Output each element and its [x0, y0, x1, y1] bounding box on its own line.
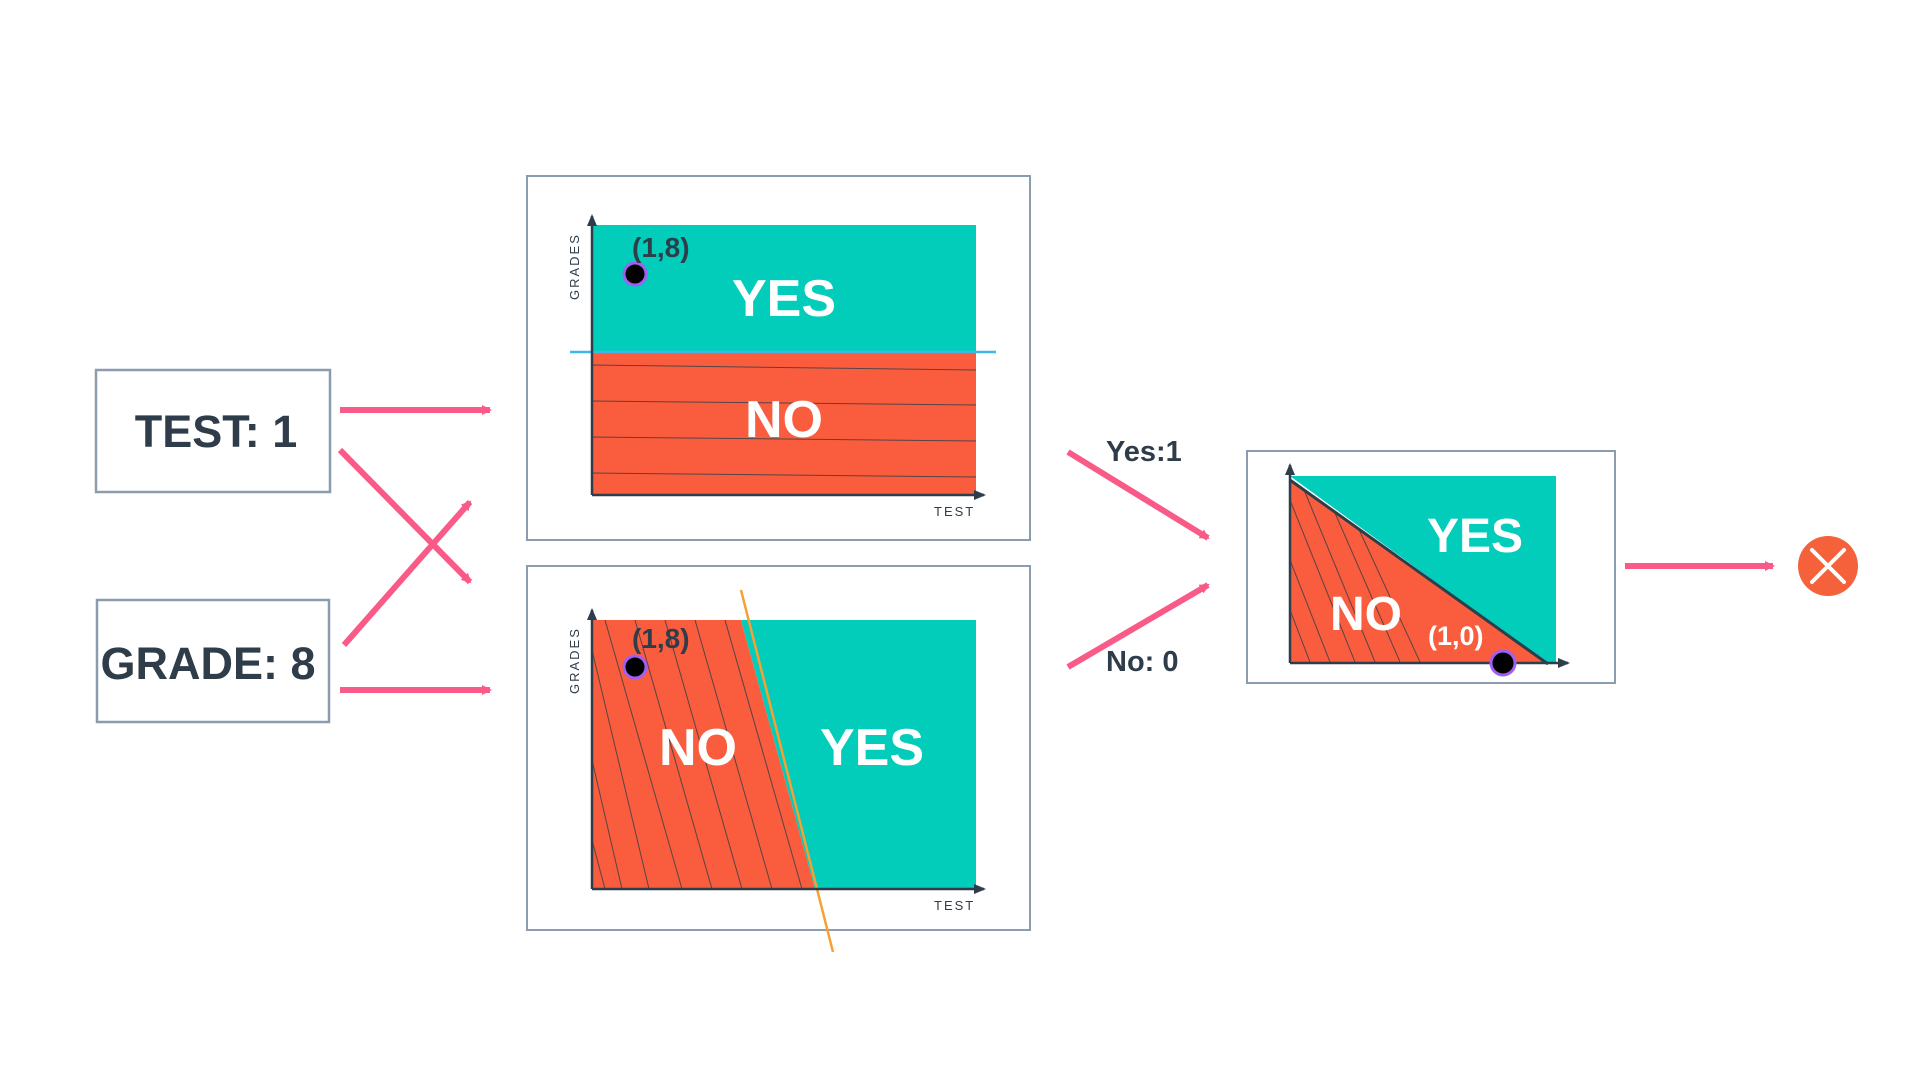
grade-input-label: GRADE: 8 — [100, 638, 315, 689]
bottom-plot-point-label: (1,8) — [632, 623, 690, 654]
reject-x-stroke-2 — [1810, 548, 1846, 584]
output-plot-hatching — [1290, 480, 1421, 662]
output-plot: YES NO (1,0) — [1246, 450, 1616, 684]
output-plot-data-point — [1489, 649, 1517, 677]
bottom-plot-y-axis-label: GRADES — [567, 627, 582, 694]
grade-input-node: GRADE: 8 — [95, 598, 331, 724]
no-edge-label: No: 0 — [1106, 646, 1179, 678]
output-plot-boundary-line — [1289, 478, 1549, 666]
bottom-plot: TEST GRADES NO YES (1,8) — [526, 565, 1031, 953]
top-plot-yes-region — [592, 225, 976, 352]
test-input-node: TEST: 1 — [94, 368, 332, 494]
reject-x-icon — [1798, 536, 1858, 596]
test-input-box — [94, 368, 332, 494]
output-plot-point-label: (1,0) — [1428, 621, 1484, 651]
output-plot-yes-label: YES — [1427, 510, 1523, 563]
top-plot-hatching — [592, 364, 976, 478]
top-plot-point-label: (1,8) — [632, 232, 690, 263]
top-plot-data-point — [622, 261, 648, 287]
bottom-plot-no-label: NO — [659, 719, 737, 777]
bottom-plot-yes-label: YES — [820, 719, 924, 777]
bottom-plot-x-axis-label: TEST — [934, 898, 975, 913]
top-plot-no-region — [592, 352, 976, 495]
bottom-plot-data-point — [622, 654, 648, 680]
input-arrows — [337, 405, 492, 695]
top-plot-no-label: NO — [745, 391, 823, 449]
test-input-label: TEST: 1 — [135, 406, 298, 457]
grade-input-box — [95, 598, 331, 724]
top-plot: TEST GRADES YES NO (1,8) — [526, 175, 1031, 541]
output-plot-no-label: NO — [1330, 588, 1402, 641]
arrow-grade-to-top — [341, 500, 473, 647]
top-plot-yes-label: YES — [732, 270, 836, 328]
top-plot-y-axis-label: GRADES — [567, 233, 582, 300]
arrow-top-to-output — [1066, 449, 1210, 541]
arrow-bottom-to-output — [1066, 582, 1210, 670]
top-plot-x-axis-label: TEST — [934, 504, 975, 519]
output-arrows — [1066, 449, 1210, 670]
bottom-plot-hatching — [592, 620, 803, 889]
output-plot-yes-region — [1290, 476, 1556, 662]
arrow-test-to-bottom — [337, 447, 473, 585]
bottom-plot-boundary-line — [739, 589, 835, 953]
yes-edge-label: Yes:1 — [1106, 436, 1182, 468]
